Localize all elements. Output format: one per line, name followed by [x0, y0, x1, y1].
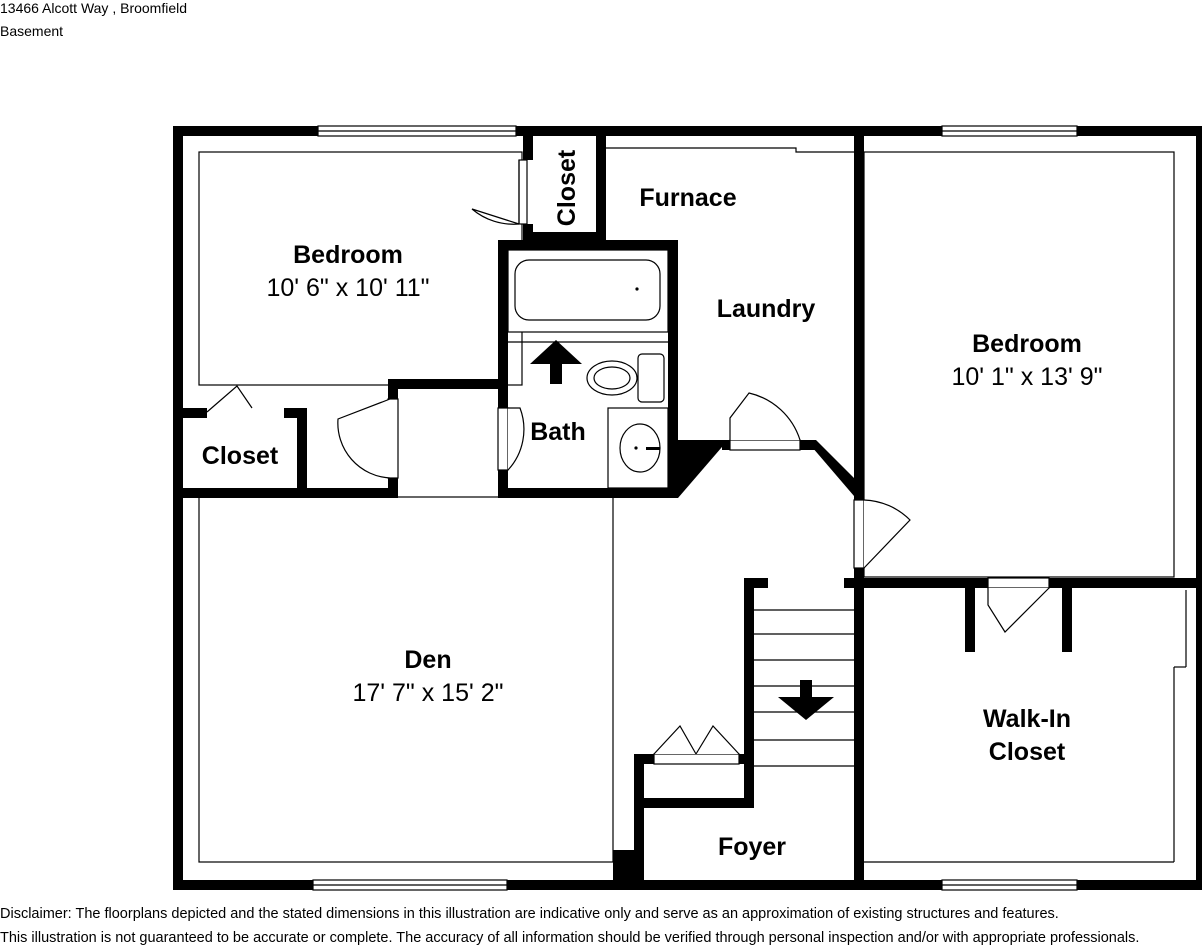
toilet-tank [637, 353, 665, 403]
bedroom-left-dims: 10' 6" x 10' 11" [266, 274, 429, 302]
doors [206, 159, 1050, 765]
disclaimer-line-2: This illustration is not guaranteed to b… [0, 930, 1140, 946]
bathtub-basin [514, 259, 661, 321]
bedroom-left-name: Bedroom [293, 241, 403, 269]
bath-label: Bath [530, 418, 586, 446]
walls [173, 126, 1202, 890]
furnace-label: Furnace [639, 184, 736, 212]
foyer-label: Foyer [718, 833, 786, 861]
walkin-label-line1: Walk-In [983, 705, 1071, 733]
den-name: Den [404, 646, 451, 674]
level-label: Basement [0, 23, 64, 39]
laundry-label: Laundry [717, 295, 816, 323]
address-text: 13466 Alcott Way , Broomfield [0, 0, 188, 16]
closet-left-label: Closet [202, 442, 279, 470]
den-dims: 17' 7" x 15' 2" [352, 679, 503, 707]
stairs-down-arrow-icon [778, 680, 834, 720]
inner-outlines [198, 147, 1187, 863]
walkin-label-line2: Closet [989, 738, 1066, 766]
fixtures [507, 249, 669, 489]
bedroom-right-dims: 10' 1" x 13' 9" [951, 363, 1102, 391]
bath-up-arrow-icon [530, 340, 582, 384]
bedroom-right-name: Bedroom [972, 330, 1082, 358]
closet-top-label: Closet [553, 149, 581, 226]
disclaimer-line-1: Disclaimer: The floorplans depicted and … [0, 906, 1059, 922]
windows [312, 125, 1078, 891]
